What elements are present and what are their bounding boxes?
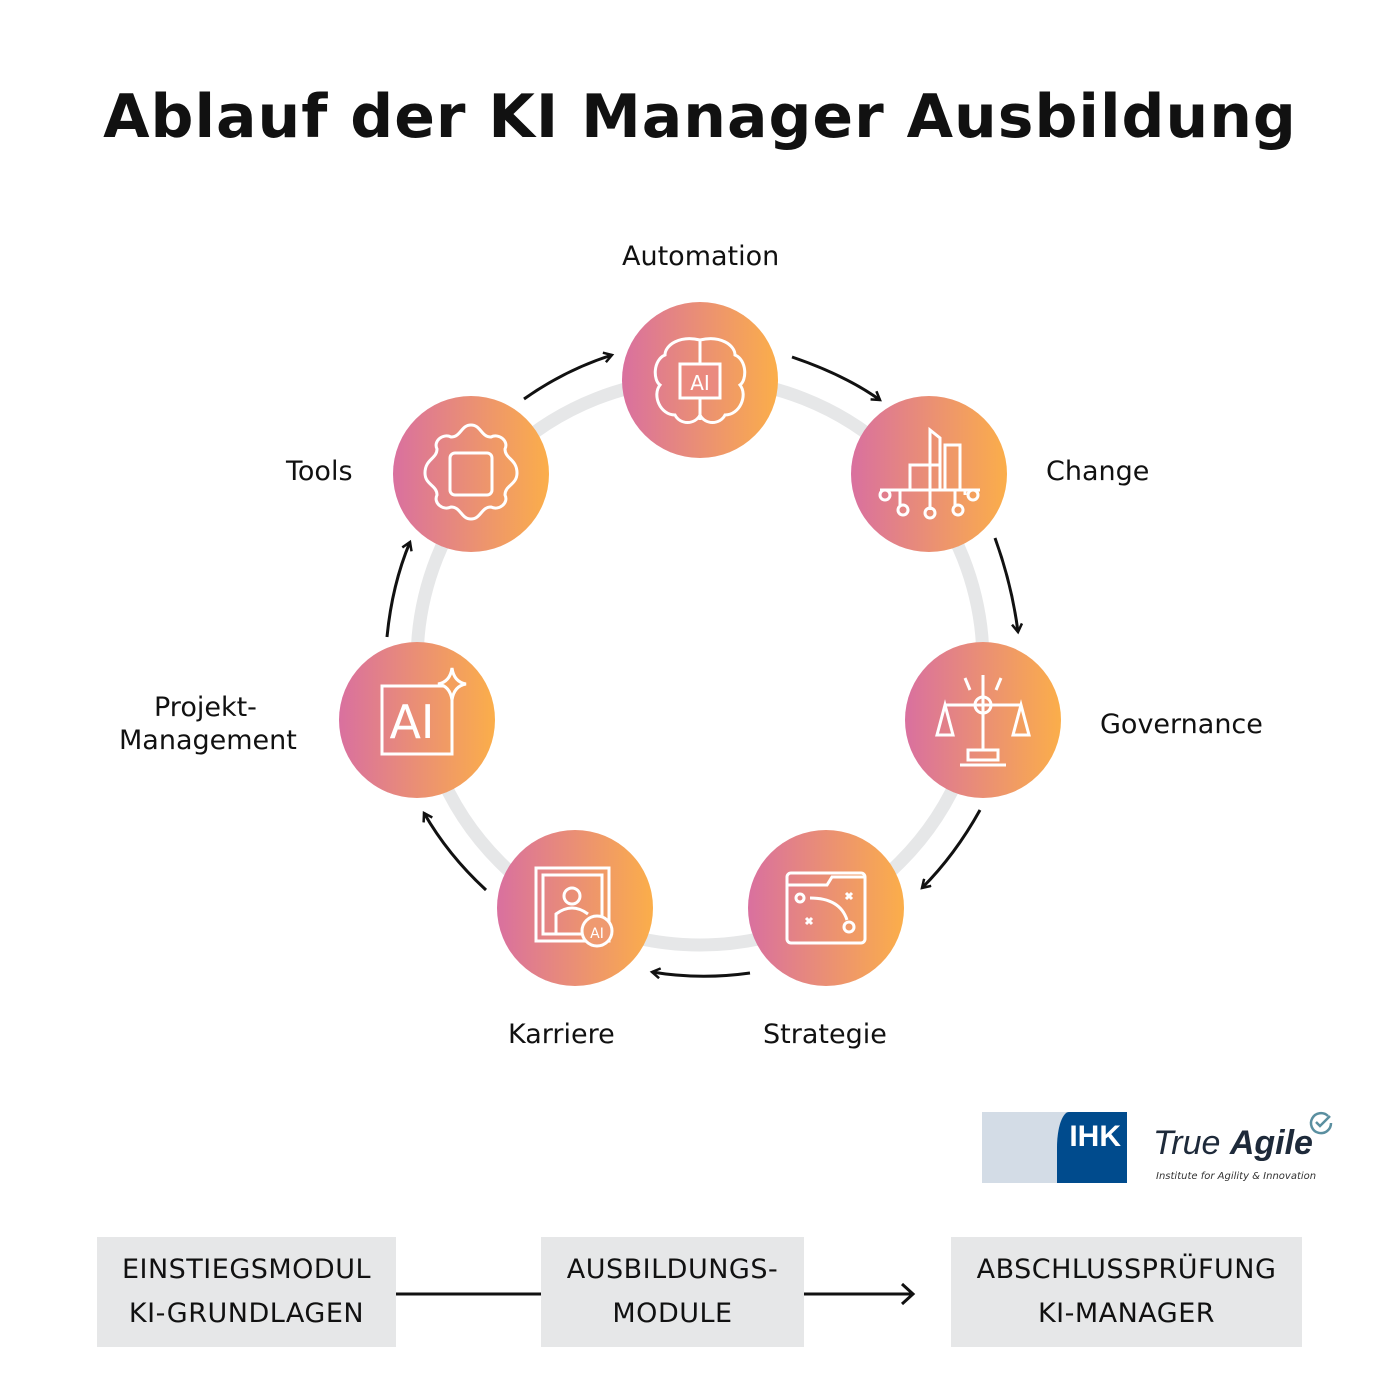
step-label-strategie: Strategie [763,1019,887,1050]
arrow [993,537,1018,632]
arrow [652,972,751,976]
step-node [748,830,904,986]
flow-connectors [396,1282,916,1306]
step-label-change: Change [1046,456,1150,487]
step-label-projekt-1: Projekt- [154,692,257,723]
ihk-logo: IHK [982,1112,1127,1183]
step-label-projekt-2: Management [119,725,297,756]
building-circuit-icon [878,426,980,520]
strategy-board-icon [785,871,867,945]
step-label-automation: Automation [622,241,780,272]
step-label-karriere: Karriere [508,1019,615,1050]
arrow [922,809,982,888]
presenter-ai-gear-icon: AI [534,866,614,948]
page-title: Ablauf der KI Manager Ausbildung [103,82,1297,152]
arrow [385,542,410,638]
ai-sparkle-icon: AI [380,667,467,756]
arrow [424,813,488,892]
check-circle-icon [1309,1111,1333,1135]
arrow [523,355,612,401]
step-node [393,396,549,552]
step-label-tools: Tools [286,456,353,487]
arrow [791,355,880,400]
flow-box-module: AUSBILDUNGS-MODULE [541,1237,804,1347]
trueagile-subtitle: Institute for Agility & Innovation [1156,1171,1317,1182]
svg-text:AI: AI [389,695,434,749]
svg-text:AI: AI [590,926,604,942]
scales-icon [935,675,1031,767]
svg-text:AI: AI [690,371,710,395]
chip-gear-icon [423,423,519,521]
brain-ai-icon: AI [653,337,747,424]
trueagile-logo: True Agile [1153,1124,1313,1162]
step-label-governance: Governance [1100,709,1263,740]
